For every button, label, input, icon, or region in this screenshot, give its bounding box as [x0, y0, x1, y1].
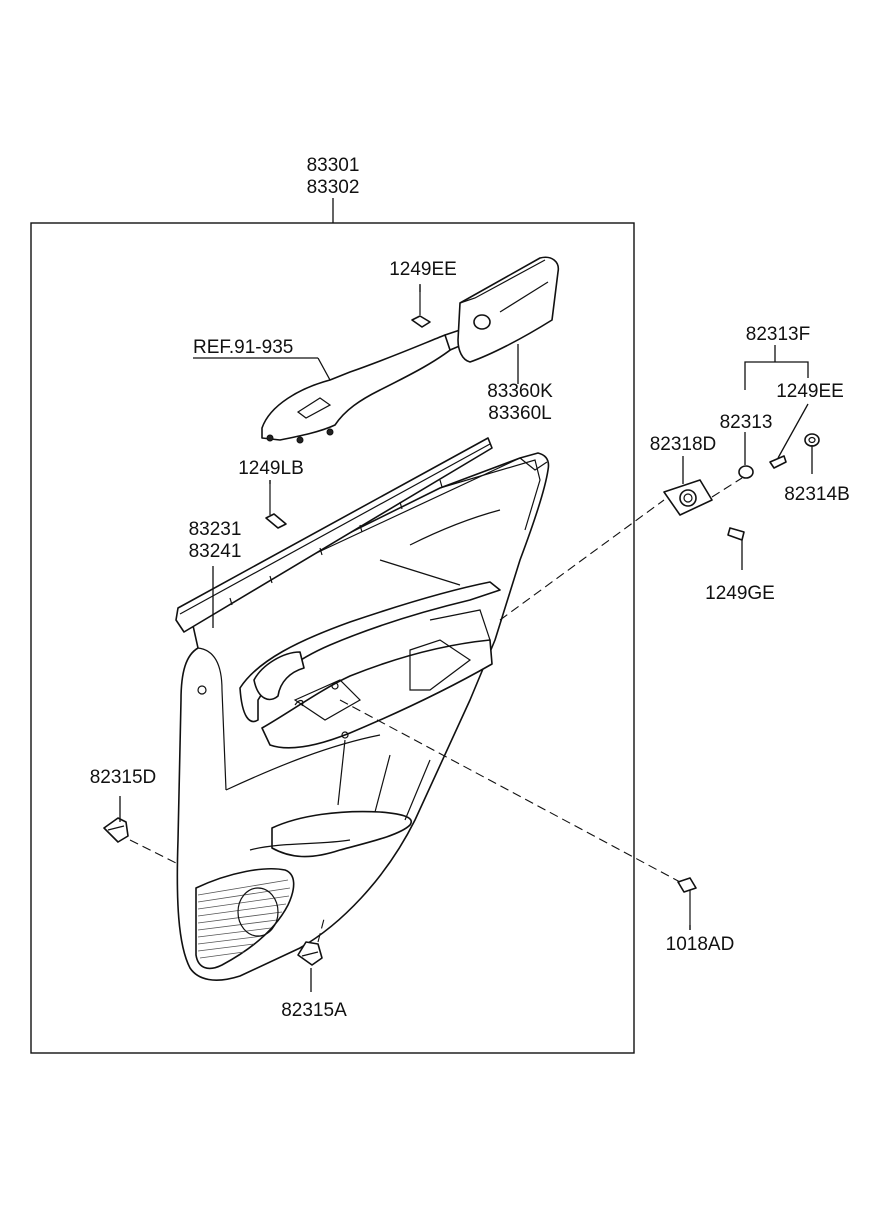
weatherstrip-strip	[175, 437, 493, 633]
label-weatherstrip-2: 83241	[189, 541, 242, 562]
bolt-icon	[677, 877, 697, 930]
label-screw-ge: 1249GE	[705, 583, 775, 604]
screw-icon	[727, 527, 745, 541]
speaker-grille	[195, 868, 295, 970]
screw-icon	[411, 285, 431, 328]
power-window-switch-bezel	[261, 329, 463, 444]
screw-icon	[769, 455, 787, 469]
label-weatherstrip-1: 83231	[189, 519, 242, 540]
nut-icon	[804, 433, 820, 447]
bracket-82318d	[663, 479, 713, 516]
alignment-line	[317, 914, 326, 943]
label-screw-top: 1249EE	[389, 259, 457, 280]
clip-icon	[297, 941, 323, 966]
screw-icon	[265, 480, 287, 529]
grommet-82313	[738, 465, 754, 479]
grip-cover	[457, 256, 560, 363]
label-group-f: 82313F	[746, 324, 810, 345]
clip-icon	[103, 817, 129, 843]
label-bracket: 82318D	[650, 434, 717, 455]
alignment-line	[339, 699, 681, 883]
label-cover-2: 83360L	[488, 403, 551, 424]
label-screw-right: 1249EE	[776, 381, 844, 402]
door-trim-panel	[176, 452, 550, 981]
label-grommet: 82313	[720, 412, 773, 433]
label-nut: 82314B	[784, 484, 850, 505]
label-screw-lb: 1249LB	[238, 458, 304, 479]
label-clip-left: 82315D	[90, 767, 157, 788]
alignment-line	[499, 499, 665, 621]
alignment-line	[129, 839, 181, 866]
label-ref: REF.91-935	[193, 337, 293, 358]
label-bolt-bottom: 1018AD	[666, 934, 735, 955]
alignment-line	[711, 477, 743, 498]
label-cover-1: 83360K	[487, 381, 553, 402]
label-assembly-2: 83302	[307, 177, 360, 198]
label-clip-bottom: 82315A	[281, 1000, 347, 1021]
label-assembly-1: 83301	[307, 155, 360, 176]
